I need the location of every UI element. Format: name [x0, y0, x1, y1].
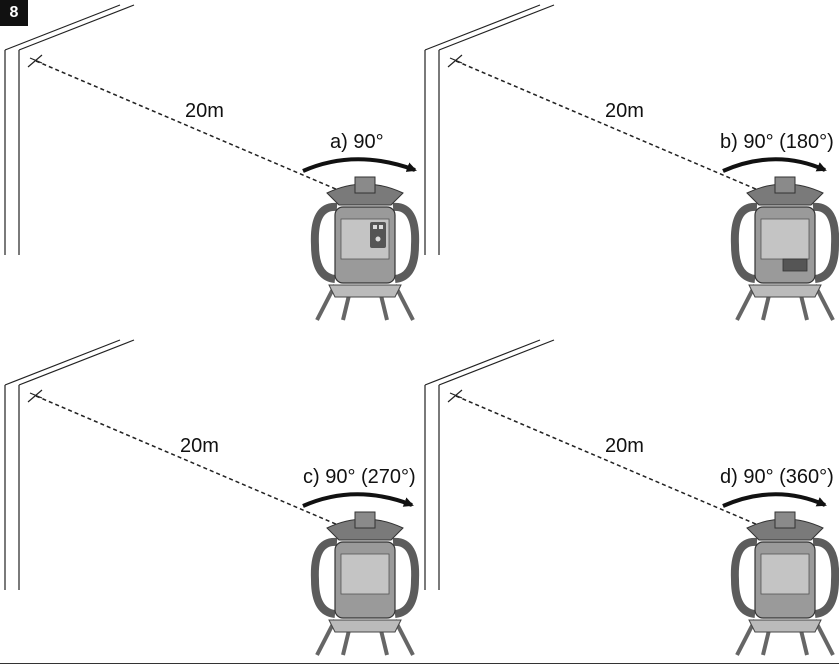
wall-corner — [4, 339, 135, 590]
left-handle — [310, 537, 338, 618]
rotation-arrow — [302, 157, 417, 173]
left-handle — [310, 202, 338, 283]
rotation-label: d) 90° (360°) — [720, 466, 834, 488]
laser-beam-dashed — [455, 60, 766, 194]
rotation-label: a) 90° — [330, 131, 384, 153]
bottom-divider — [0, 663, 839, 664]
tripod — [735, 619, 835, 656]
distance-label: 20m — [180, 435, 219, 457]
right-handle — [812, 537, 839, 618]
target-cross-mark — [447, 389, 463, 403]
laser-beam-dashed — [35, 395, 346, 529]
rotating-laser-device — [730, 511, 839, 656]
rotation-arrow — [722, 492, 827, 508]
laser-beam-dashed — [35, 60, 346, 194]
wall-corner — [424, 4, 555, 255]
figure-number-badge: 8 — [0, 0, 28, 26]
panel-a: 20m a) 90° — [4, 4, 420, 321]
rotation-label: c) 90° (270°) — [303, 466, 416, 488]
laser-head — [326, 176, 404, 206]
wall-corner — [424, 339, 555, 590]
left-handle — [730, 537, 758, 618]
target-cross-mark — [27, 54, 43, 68]
left-handle — [730, 202, 758, 283]
target-cross-mark — [447, 54, 463, 68]
rotating-laser-device — [730, 176, 839, 321]
control-panel — [370, 222, 386, 248]
rotation-arrow — [722, 157, 827, 173]
laser-head — [326, 511, 404, 541]
tripod — [735, 284, 835, 321]
battery-compartment — [782, 258, 808, 272]
rotating-laser-device — [310, 176, 420, 321]
rotation-label: b) 90° (180°) — [720, 131, 834, 153]
right-handle — [812, 202, 839, 283]
right-handle — [392, 537, 420, 618]
distance-label: 20m — [605, 435, 644, 457]
distance-label: 20m — [605, 100, 644, 122]
rotation-arrow — [302, 492, 414, 508]
laser-head — [746, 511, 824, 541]
target-cross-mark — [27, 389, 43, 403]
panel-c: 20m c) 90° (270°) — [4, 339, 420, 656]
panel-b: 20m b) 90° (180°) — [424, 4, 839, 321]
wall-corner — [4, 4, 135, 255]
rotating-laser-device — [310, 511, 420, 656]
panel-d: 20m d) 90° (360°) — [424, 339, 839, 656]
laser-beam-dashed — [455, 395, 766, 529]
laser-head — [746, 176, 824, 206]
right-handle — [392, 202, 420, 283]
distance-label: 20m — [185, 100, 224, 122]
tripod — [315, 619, 415, 656]
tripod — [315, 284, 415, 321]
